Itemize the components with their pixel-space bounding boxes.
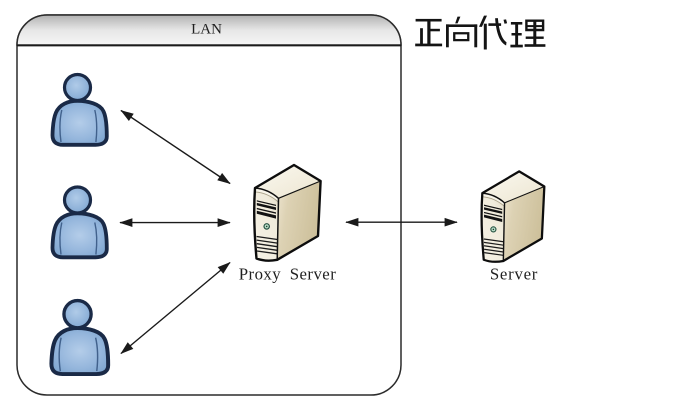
svg-text:LAN: LAN	[191, 22, 222, 38]
svg-text:Proxy Server: Proxy Server	[239, 265, 337, 284]
svg-text:Server: Server	[490, 265, 538, 284]
